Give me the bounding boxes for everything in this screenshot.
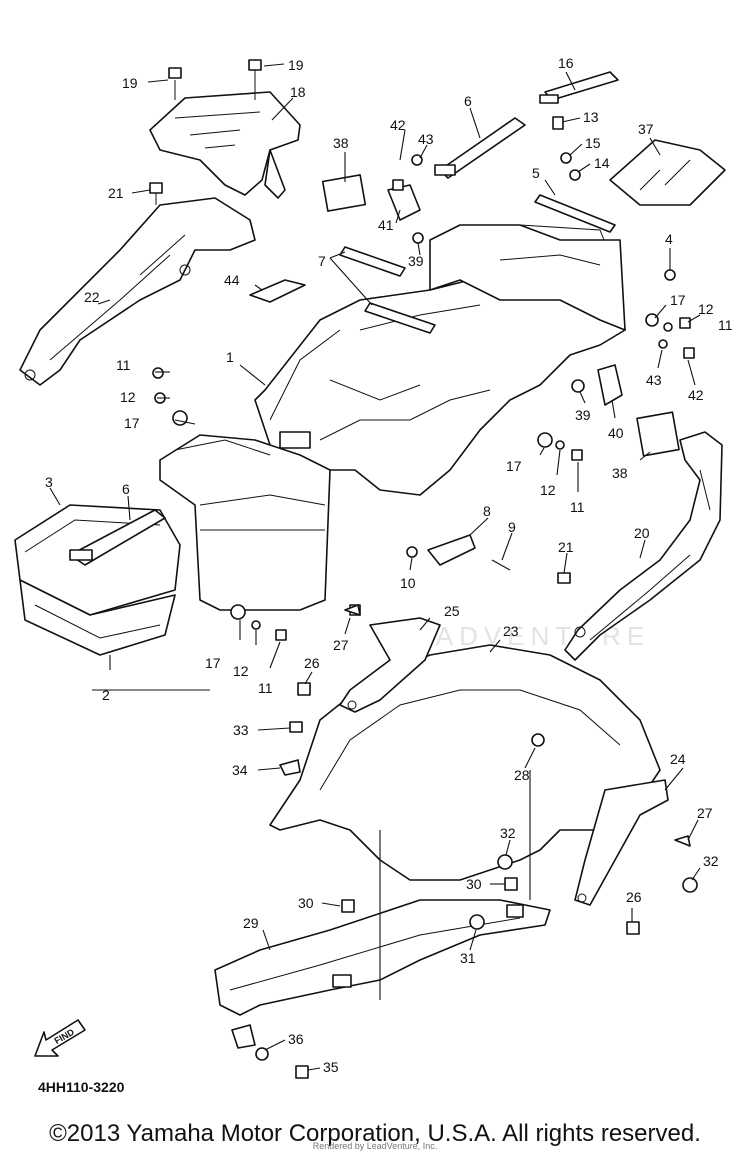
callout-4: 4 [665,231,673,247]
callout-30: 30 [298,895,314,911]
part-24-stay[interactable] [574,779,669,906]
callout-8: 8 [483,503,491,519]
callout-43: 43 [646,372,662,388]
part-2-tray[interactable] [19,579,176,656]
callout-13: 13 [583,109,599,125]
callout-19: 19 [288,57,304,73]
callout-34: 34 [232,762,248,778]
copyright-notice: ©2013 Yamaha Motor Corporation, U.S.A. A… [49,1120,701,1147]
callout-11: 11 [116,357,131,373]
leader-lines [49,63,701,1071]
callout-19: 19 [122,75,138,91]
callout-12: 12 [120,389,136,405]
part-37-cover[interactable] [609,139,726,206]
callout-16: 16 [558,55,574,71]
callout-20: 20 [634,525,650,541]
callout-38: 38 [333,135,349,151]
callout-6: 6 [464,93,472,109]
callout-21: 21 [108,185,124,201]
callout-21: 21 [558,539,574,555]
callout-32: 32 [703,853,719,869]
callout-6: 6 [122,481,130,497]
fasteners[interactable] [152,116,695,641]
find-arrow-icon: FIND [34,1019,86,1057]
callout-14: 14 [594,155,610,171]
callout-42: 42 [390,117,406,133]
part-38-plate-upper[interactable] [321,174,367,212]
part-6-strap-upper[interactable] [434,117,526,179]
part-6-strap-lower[interactable] [69,509,166,566]
callout-41: 41 [378,217,394,233]
callout-32: 32 [500,825,516,841]
callout-37: 37 [638,121,654,137]
part-25-stay[interactable] [339,617,441,713]
parts-diagram: LEADVENTURE [14,55,733,1095]
callout-labels: 19 19 18 21 22 16 6 13 42 43 15 14 37 38… [45,55,733,1075]
callout-43: 43 [418,131,434,147]
part-40-bracket[interactable] [597,364,623,406]
callout-33: 33 [233,722,249,738]
callout-27: 27 [697,805,713,821]
part-5-damper[interactable] [534,194,616,233]
callout-17: 17 [205,655,221,671]
callout-3: 3 [45,474,53,490]
callout-42: 42 [688,387,704,403]
part-7-strap[interactable] [339,246,436,334]
callout-11: 11 [570,499,585,515]
part-16-strap[interactable] [539,71,619,104]
diagram-code: 4HH110-3220 [38,1079,125,1095]
callout-17: 17 [670,292,686,308]
callout-7: 7 [318,253,326,269]
callout-28: 28 [514,767,530,783]
callout-18: 18 [290,84,306,100]
callout-24: 24 [670,751,686,767]
callout-25: 25 [444,603,460,619]
lower-fasteners[interactable] [231,604,698,1079]
part-38-plate-lower[interactable] [636,411,680,457]
callout-26: 26 [626,889,642,905]
callout-12: 12 [540,482,556,498]
part-21-bolt-lower[interactable] [557,572,571,584]
part-29-flap[interactable] [214,899,551,1016]
callout-39: 39 [575,407,591,423]
callout-1: 1 [226,349,234,365]
callout-2: 2 [102,687,110,703]
callout-30: 30 [466,876,482,892]
callout-38: 38 [612,465,628,481]
part-18-bracket[interactable] [149,70,301,199]
part-19-bolt[interactable] [168,59,262,79]
part-21-bolt[interactable] [149,182,163,205]
callout-36: 36 [288,1031,304,1047]
callout-27: 27 [333,637,349,653]
callout-44: 44 [224,272,240,288]
callout-11: 11 [258,680,273,696]
part-44-pad[interactable] [249,279,306,303]
callout-23: 23 [503,623,519,639]
callout-17: 17 [124,415,140,431]
callout-5: 5 [532,165,540,181]
callout-39: 39 [408,253,424,269]
part-9-clip[interactable] [491,559,511,571]
callout-29: 29 [243,915,259,931]
callout-40: 40 [608,425,624,441]
callout-15: 15 [585,135,601,151]
rendered-by-notice: Rendered by LeadVenture, Inc. [312,1141,438,1151]
callout-12: 12 [233,663,249,679]
callout-17: 17 [506,458,522,474]
part-1-rear-fender-inner[interactable] [254,224,626,496]
part-20-stay[interactable] [564,431,723,661]
callout-10: 10 [400,575,416,591]
part-22-stay[interactable] [19,197,256,386]
callout-11: 11 [718,317,733,333]
callout-22: 22 [84,289,100,305]
callout-26: 26 [304,655,320,671]
callout-9: 9 [508,519,516,535]
callout-12: 12 [698,301,714,317]
part-battery-box[interactable] [159,434,331,611]
callout-35: 35 [323,1059,339,1075]
callout-31: 31 [460,950,476,966]
part-8-bracket[interactable] [427,534,476,566]
